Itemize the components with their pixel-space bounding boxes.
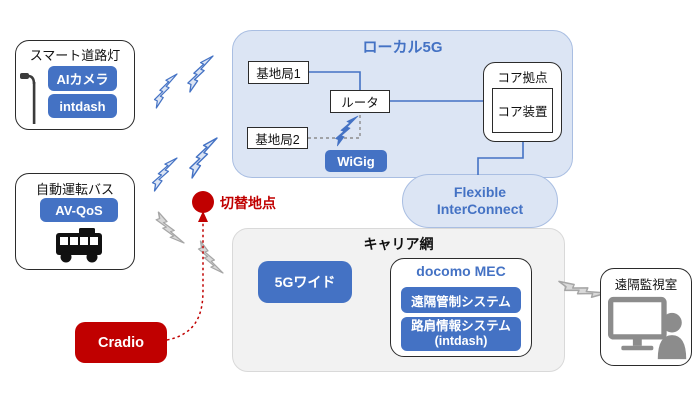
radio-bolt-gray-icon <box>197 240 224 274</box>
autonomous-bus-title: 自動運転バス <box>35 182 114 197</box>
5g-wide-label: 5Gワイド <box>258 261 352 303</box>
flexible-interconnect-node: Flexible InterConnect <box>402 174 558 228</box>
road-info-system-line1: 路肩情報システム <box>411 319 511 333</box>
remote-control-system-label: 遠隔管制システム <box>401 287 521 313</box>
smart-streetlight-title: スマート道路灯 <box>29 48 121 63</box>
radio-bolt-icon <box>189 137 218 179</box>
local5g-title: ローカル5G <box>362 39 443 56</box>
cradio-switch-path <box>166 221 204 341</box>
bus-icon <box>56 228 102 263</box>
router-node: ルータ <box>330 90 390 113</box>
radio-bolt-icon <box>187 55 214 93</box>
ai-camera-label: AIカメラ <box>48 66 117 91</box>
base-station-1-node: 基地局1 <box>248 61 309 84</box>
core-site-title: コア拠点 <box>497 71 548 85</box>
base-station-2-node: 基地局2 <box>247 127 308 149</box>
streetlight-intdash-label: intdash <box>48 94 117 118</box>
av-qos-label: AV-QoS <box>40 198 118 222</box>
road-info-system-line2: (intdash) <box>434 334 488 348</box>
docomo-mec-title: docomo MEC <box>416 263 506 279</box>
switch-point-dot <box>192 191 214 213</box>
flexible-interconnect-line1: Flexible <box>453 183 507 200</box>
streetlight-icon <box>20 73 36 124</box>
switch-point-label: 切替地点 <box>220 195 276 211</box>
radio-bolt-icon <box>153 73 178 109</box>
radio-bolt-icon <box>151 157 178 192</box>
monitor-person-icon <box>608 296 687 360</box>
road-info-system-label: 路肩情報システム (intdash) <box>401 317 521 351</box>
core-device-node: コア装置 <box>492 88 553 133</box>
monitor-room-title: 遠隔監視室 <box>614 278 678 292</box>
wigig-label: WiGig <box>325 150 387 172</box>
cradio-label: Cradio <box>75 322 167 363</box>
flexible-interconnect-line2: InterConnect <box>436 201 524 217</box>
radio-bolt-gray-icon <box>155 211 185 244</box>
carrier-title: キャリア網 <box>363 236 434 252</box>
